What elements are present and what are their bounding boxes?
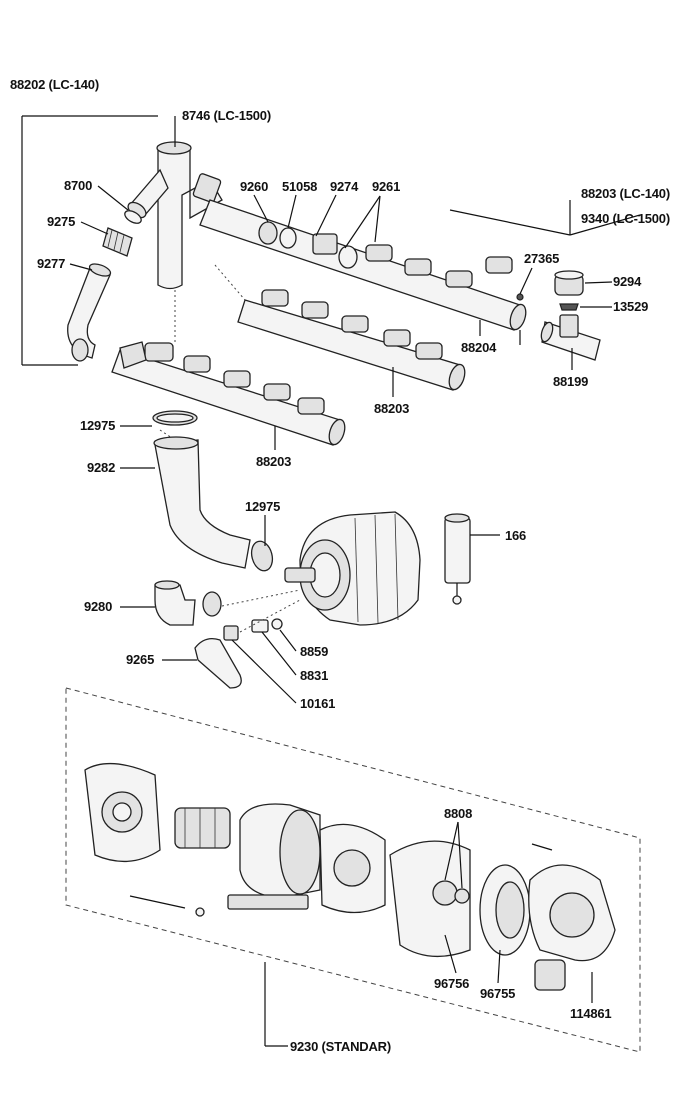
label-9280: 9280 — [84, 599, 112, 614]
label-9340: 9340 (LC-1500) — [581, 211, 670, 226]
manifold-88203-lower — [111, 341, 346, 446]
label-88202: 88202 (LC-140) — [10, 77, 99, 92]
impeller-96755 — [479, 864, 531, 956]
label-9274: 9274 — [330, 179, 359, 194]
hose-clamp-12975-upper — [152, 410, 198, 426]
label-8808: 8808 — [444, 806, 472, 821]
part-labels: 88202 (LC-140) 8746 (LC-1500) 8700 9275 … — [10, 77, 670, 1054]
elbow-hose-9277 — [67, 263, 112, 362]
volute-plate — [389, 840, 471, 958]
hose-clamp-12975-lower — [250, 540, 274, 572]
label-9260: 9260 — [240, 179, 268, 194]
label-9265: 9265 — [126, 652, 154, 667]
manifold-88204-upper — [199, 199, 527, 331]
label-8746: 8746 (LC-1500) — [182, 108, 271, 123]
label-9275: 9275 — [47, 214, 75, 229]
label-96755: 96755 — [480, 986, 515, 1001]
label-114861: 114861 — [570, 1006, 611, 1021]
cap-9294 — [554, 270, 584, 296]
label-10161: 10161 — [300, 696, 335, 711]
pump-front-frame — [319, 823, 386, 914]
label-88203-lc140: 88203 (LC-140) — [581, 186, 670, 201]
label-88199: 88199 — [553, 374, 588, 389]
label-51058: 51058 — [282, 179, 317, 194]
label-8831: 8831 — [300, 668, 328, 683]
pump-motor — [284, 511, 421, 626]
tee-88199 — [540, 314, 601, 361]
label-13529: 13529 — [613, 299, 648, 314]
label-12975-upper: 12975 — [80, 418, 115, 433]
label-12975-lower: 12975 — [245, 499, 280, 514]
label-166: 166 — [505, 528, 526, 543]
washer-8859 — [271, 618, 283, 630]
leader-lines — [69, 116, 641, 1047]
fitting-10161 — [223, 625, 239, 641]
hose-9265 — [194, 637, 242, 689]
pump-housing-114861 — [528, 864, 616, 991]
label-88203-lower: 88203 — [256, 454, 291, 469]
elbow-9280 — [154, 580, 196, 626]
label-9261: 9261 — [372, 179, 400, 194]
pump-rotor — [174, 807, 231, 849]
washer-8700 — [124, 210, 142, 224]
manifold-88203-middle — [237, 289, 466, 391]
capacitor-166 — [444, 513, 471, 605]
label-9294: 9294 — [613, 274, 642, 289]
screw-top — [531, 843, 553, 851]
clamp-9280 — [202, 591, 222, 617]
label-27365: 27365 — [524, 251, 559, 266]
label-88204: 88204 — [461, 340, 497, 355]
label-8859: 8859 — [300, 644, 328, 659]
label-9282: 9282 — [87, 460, 115, 475]
clip-13529 — [559, 303, 579, 311]
bolt — [129, 895, 205, 917]
label-88203-middle: 88203 — [374, 401, 409, 416]
label-8700: 8700 — [64, 178, 92, 193]
label-9230: 9230 (STANDAR) — [290, 1039, 391, 1054]
label-96756: 96756 — [434, 976, 469, 991]
pump-stator — [227, 803, 321, 910]
label-9277: 9277 — [37, 256, 65, 271]
bracket-88202 — [21, 115, 158, 366]
fitting-8831 — [251, 619, 269, 633]
hose-9282 — [153, 436, 251, 569]
pump-rear-housing — [84, 762, 161, 863]
nut-9275 — [102, 227, 133, 257]
